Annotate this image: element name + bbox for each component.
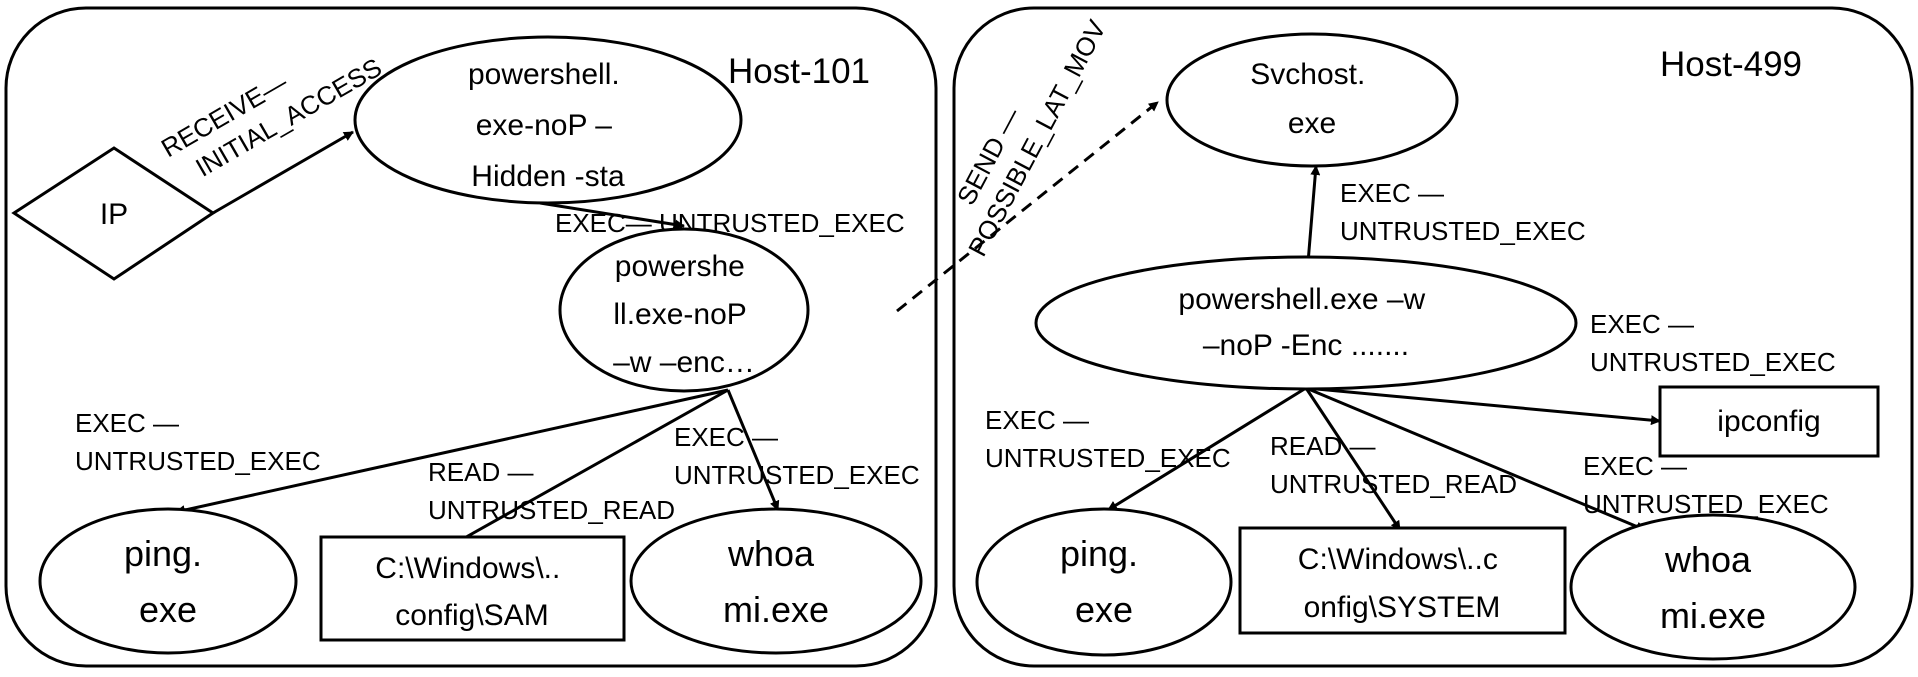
host-499-panel: Host-499: [952, 6, 1914, 668]
ping-right-label: ping. exe: [1060, 533, 1148, 630]
svchost-ellipse: [1165, 32, 1459, 168]
edge-exec-whoami-right: [1305, 386, 1646, 532]
host-101-title: Host-101: [728, 52, 870, 91]
edge-label-exec-whoami-right: EXEC — UNTRUSTED_EXEC: [1583, 451, 1829, 519]
whoami-right-label: whoa mi.exe: [1660, 539, 1766, 636]
powershell-hidden-label: powershell. exe-noP – Hidden -sta: [468, 58, 628, 193]
edge-label-send: SEND — POSSIBLE_LAT_MOV: [932, 0, 1112, 261]
edge-read-system: [1304, 387, 1402, 531]
node-powershell-enc-left[interactable]: powershe ll.exe-noP –w –enc…: [558, 227, 810, 393]
ip-label: IP: [100, 198, 128, 231]
edge-exec-whoami-left: [726, 389, 780, 511]
edge-exec-ipconfig: [1305, 386, 1661, 426]
edge-read-sam: [451, 388, 729, 547]
powershell-enc-left-label: powershe ll.exe-noP –w –enc…: [613, 250, 755, 379]
powershell-enc-right-label: powershell.exe –w –noP -Enc .......: [1178, 283, 1433, 362]
ping-left-label: ping. exe: [124, 533, 212, 630]
host-499-box: [952, 6, 1914, 668]
whoami-left-label: whoa mi.exe: [723, 533, 829, 630]
node-ip[interactable]: IP: [11, 146, 216, 281]
edge-label-exec-ipconfig: EXEC — UNTRUSTED_EXEC: [1590, 309, 1836, 377]
node-system-file[interactable]: C:\Windows\..c onfig\SYSTEM: [1238, 526, 1567, 635]
system-file-label: C:\Windows\..c onfig\SYSTEM: [1298, 543, 1506, 624]
host-499-title: Host-499: [1660, 45, 1802, 84]
edge-label-exec-ping-right: EXEC — UNTRUSTED_EXEC: [985, 405, 1231, 473]
host-101-box: [4, 6, 938, 668]
edge-label-receive: RECEIVE— INITIAL_ACCESS: [156, 22, 387, 192]
node-ping-left[interactable]: ping. exe: [38, 507, 298, 655]
edge-label-read-system: READ — UNTRUSTED_READ: [1270, 431, 1517, 499]
ping-right-ellipse: [975, 507, 1233, 657]
whoami-right-ellipse: [1569, 513, 1857, 661]
sam-file-label: C:\Windows\.. config\SAM: [375, 552, 568, 632]
svchost-label: Svchost. exe: [1250, 58, 1373, 140]
ipconfig-label: ipconfig: [1717, 405, 1820, 438]
host-101-panel: Host-101: [4, 6, 938, 668]
sam-file-rect: [319, 535, 626, 642]
node-ping-right[interactable]: ping. exe: [975, 507, 1233, 657]
edge-exec-hidden: [539, 201, 685, 230]
node-powershell-hidden[interactable]: powershell. exe-noP – Hidden -sta: [353, 35, 743, 205]
system-file-rect: [1238, 526, 1567, 635]
edge-label-exec-svchost: EXEC — UNTRUSTED_EXEC: [1340, 178, 1586, 246]
powershell-enc-left-ellipse: [558, 227, 810, 393]
ipconfig-rect: [1658, 385, 1880, 458]
node-powershell-enc-right[interactable]: powershell.exe –w –noP -Enc .......: [1034, 255, 1578, 391]
whoami-left-ellipse: [629, 507, 923, 655]
edge-exec-ping-left: [175, 388, 729, 515]
powershell-enc-right-ellipse: [1034, 255, 1578, 391]
edge-receive: [212, 130, 354, 215]
edge-label-exec-ping-left: EXEC — UNTRUSTED_EXEC: [75, 408, 321, 476]
edges: [175, 100, 1661, 547]
powershell-hidden-ellipse: [353, 35, 743, 205]
node-sam-file[interactable]: C:\Windows\.. config\SAM: [319, 535, 626, 642]
edge-exec-ping-right: [1107, 386, 1307, 512]
node-whoami-left[interactable]: whoa mi.exe: [629, 507, 923, 655]
ping-left-ellipse: [38, 507, 298, 655]
node-whoami-right[interactable]: whoa mi.exe: [1569, 513, 1857, 661]
edge-label-exec-whoami-left: EXEC — UNTRUSTED_EXEC: [674, 422, 920, 490]
node-ipconfig[interactable]: ipconfig: [1658, 385, 1880, 458]
edge-label-exec-hidden: EXEC— UNTRUSTED_EXEC: [555, 208, 905, 238]
ip-diamond: [11, 146, 216, 281]
edge-send: [896, 100, 1159, 313]
edge-label-read-sam: READ — UNTRUSTED_READ: [428, 457, 675, 525]
node-svchost[interactable]: Svchost. exe: [1165, 32, 1459, 168]
